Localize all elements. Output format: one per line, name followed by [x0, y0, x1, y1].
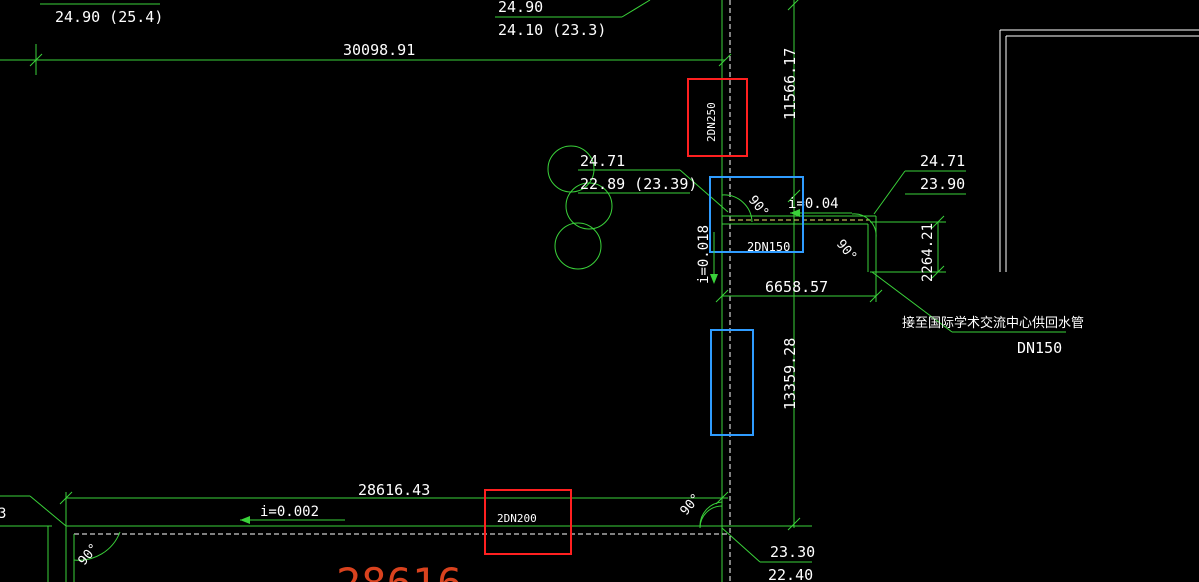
pipe-dn150-label: 2DN150	[747, 240, 790, 254]
slope-0018-label: i=0.018	[696, 225, 712, 284]
dimension-top-group: 30098.91	[0, 41, 732, 75]
main-vertical-pipes: 11566.17 13359.28	[721, 0, 801, 582]
note-group: 接至国际学术交流中心供回水管 DN150	[871, 271, 1084, 357]
elevation-top-group: 24.90 24.10 (23.3)	[495, 0, 651, 39]
building-outline	[999, 29, 1199, 272]
dimension-mid-label: 6658.57	[765, 278, 828, 296]
elevation-topleft-group: 24.90 (25.4)	[40, 3, 163, 26]
elevation-bottom-group: 23.30 22.40	[721, 527, 815, 582]
elevation-top-label-2: 24.10 (23.3)	[498, 21, 606, 39]
left-edge-label: 3	[0, 506, 6, 522]
elevation-bottom-label-1: 23.30	[770, 543, 815, 561]
angle-label-b: 90°	[833, 237, 860, 265]
dimension-bottom-label: 28616.43	[358, 481, 430, 499]
slope-0018-group: i=0.018	[696, 225, 718, 284]
angle-label-d: 90°	[76, 541, 103, 569]
highlight-lower-segment[interactable]	[710, 329, 754, 436]
elevation-topleft-label: 24.90 (25.4)	[55, 8, 163, 26]
slope-004-label: i=0.04	[788, 196, 839, 212]
angle-label-c: 90°	[678, 491, 705, 519]
slope-0002-label: i=0.002	[260, 504, 319, 520]
elevation-top-label-1: 24.90	[498, 0, 543, 16]
note-dn-label: DN150	[1017, 339, 1062, 357]
dimension-vertical-bottom-label: 13359.28	[781, 338, 799, 410]
dimension-vertical-top-label: 11566.17	[781, 48, 799, 120]
elevation-right-label-1: 24.71	[920, 152, 965, 170]
highlight-dn250[interactable]: 2DN250	[687, 78, 748, 157]
circle-markers	[547, 145, 613, 270]
elevation-bottom-label-2: 22.40	[768, 566, 813, 582]
bottom-pipe-group: 28616.43 i=0.002 90° 90°	[59, 481, 812, 582]
highlight-dn200[interactable]: 2DN200	[484, 489, 572, 555]
elevation-mid-group: 24.71 22.89 (23.39)	[578, 152, 729, 213]
dimension-mid-group: 6658.57	[715, 272, 883, 303]
elevation-right-group: 24.71 23.90	[873, 152, 966, 215]
large-dimension-group: 28616	[336, 559, 462, 582]
note-connection-label: 接至国际学术交流中心供回水管	[902, 315, 1084, 331]
dimension-top-label: 30098.91	[343, 41, 415, 59]
large-dimension-label: 28616	[336, 559, 462, 582]
elevation-mid-label-1: 24.71	[580, 152, 625, 170]
pipe-dn200-label: 2DN200	[497, 512, 537, 525]
pipe-dn250-label: 2DN250	[705, 102, 718, 142]
left-edge-group: 3	[0, 495, 67, 582]
dimension-right-vertical-label: 2264.21	[920, 223, 936, 282]
elevation-right-label-2: 23.90	[920, 175, 965, 193]
elevation-mid-label-2: 22.89 (23.39)	[580, 175, 697, 193]
